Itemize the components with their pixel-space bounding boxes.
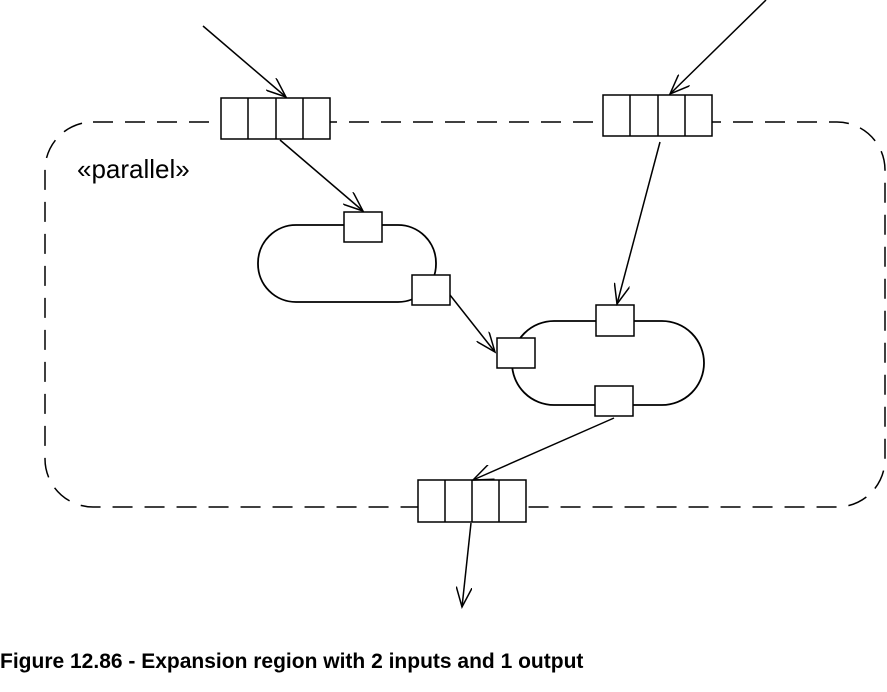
action-2-output-pin [594, 385, 634, 417]
outgoing-flow [462, 522, 471, 607]
flow-action1-to-action2 [449, 294, 495, 352]
flow-node2-to-action2 [617, 141, 661, 304]
output-expansion-node [417, 479, 527, 523]
incoming-flow-1 [202, 25, 286, 97]
action-2-input-pin-left [496, 337, 536, 369]
stereotype-label: «parallel» [77, 154, 190, 184]
figure-caption: Figure 12.86 - Expansion region with 2 i… [0, 650, 584, 673]
input-expansion-node-2 [602, 94, 713, 137]
input-expansion-node-1 [220, 97, 331, 140]
incoming-flow-2 [670, 0, 767, 94]
flow-action2-to-output [473, 417, 615, 480]
flow-node1-to-action1 [279, 139, 363, 211]
action-2-input-pin-top [595, 304, 635, 337]
action-1-input-pin [343, 211, 383, 243]
action-1-output-pin [411, 274, 451, 306]
